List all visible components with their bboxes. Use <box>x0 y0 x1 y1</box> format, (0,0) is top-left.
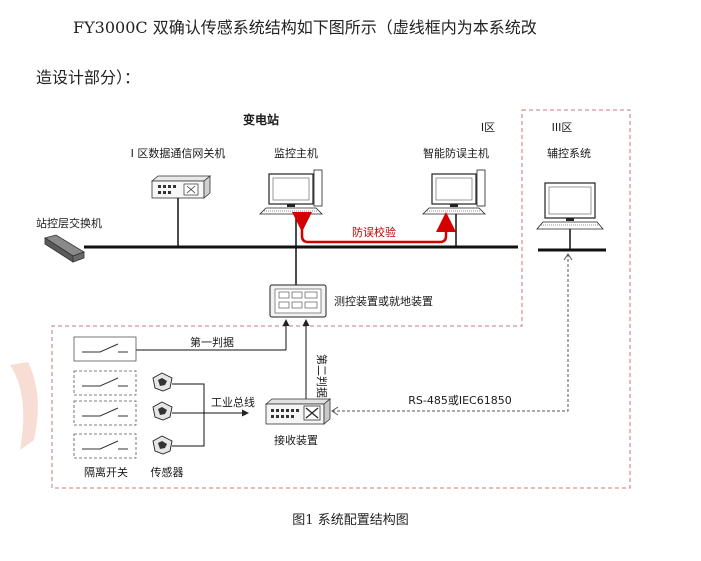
receiver-device-icon <box>264 398 332 425</box>
gateway-device-icon <box>150 175 212 199</box>
industrial-bus-label: 工业总线 <box>211 395 255 409</box>
isolator-switch-2 <box>73 370 137 396</box>
monitor-host-label: 监控主机 <box>274 146 318 160</box>
isolator-switch-1 <box>73 336 137 362</box>
aux-control-computer-icon <box>536 182 604 230</box>
antimis-host-computer-icon <box>422 169 486 215</box>
rs485-link <box>332 254 569 412</box>
watermark-mark <box>10 362 38 450</box>
isolator-switch-4 <box>73 433 137 459</box>
sensor-icon-3 <box>152 435 173 455</box>
monitor-host-computer-icon <box>259 169 323 215</box>
aux-control-label: 辅控系统 <box>547 146 591 160</box>
first-judgment-label: 第一判据 <box>190 335 234 349</box>
gateway-label: I 区数据通信网关机 <box>131 146 226 160</box>
rs485-arrow-aux <box>563 253 573 261</box>
intro-line-2: 造设计部分）： <box>36 68 141 87</box>
measure-device-label: 测控装置或就地装置 <box>334 294 433 308</box>
antimis-check-arrow <box>292 212 456 244</box>
isolator-switch-3 <box>73 400 137 426</box>
zone-3-label: III区 <box>552 121 573 134</box>
station-switch-icon <box>44 234 85 263</box>
switch-label: 站控层交换机 <box>36 216 102 230</box>
sensor-icon-2 <box>152 401 173 421</box>
protocol-label: RS-485或IEC61850 <box>408 394 511 407</box>
sensor-icon-1 <box>152 372 173 392</box>
zone-1-label: I区 <box>481 121 495 134</box>
sensor-label: 传感器 <box>151 466 184 479</box>
intro-line-1: FY3000C 双确认传感系统结构如下图所示（虚线框内为本系统改 <box>73 18 537 37</box>
antimis-check-label: 防误校验 <box>352 225 396 239</box>
measure-control-device-icon <box>269 284 327 318</box>
dashed-system-boundary <box>51 109 631 489</box>
antimis-host-label: 智能防误主机 <box>423 146 489 160</box>
isolator-label: 隔离开关 <box>84 465 128 479</box>
substation-title: 变电站 <box>243 112 279 127</box>
second-judgment-label: 第二判据 <box>315 354 329 398</box>
rs485-arrow-receiver <box>331 406 339 416</box>
receiver-label: 接收装置 <box>274 433 318 447</box>
industrial-bus-wiring <box>172 383 249 447</box>
figure-caption: 图1 系统配置结构图 <box>292 513 409 528</box>
